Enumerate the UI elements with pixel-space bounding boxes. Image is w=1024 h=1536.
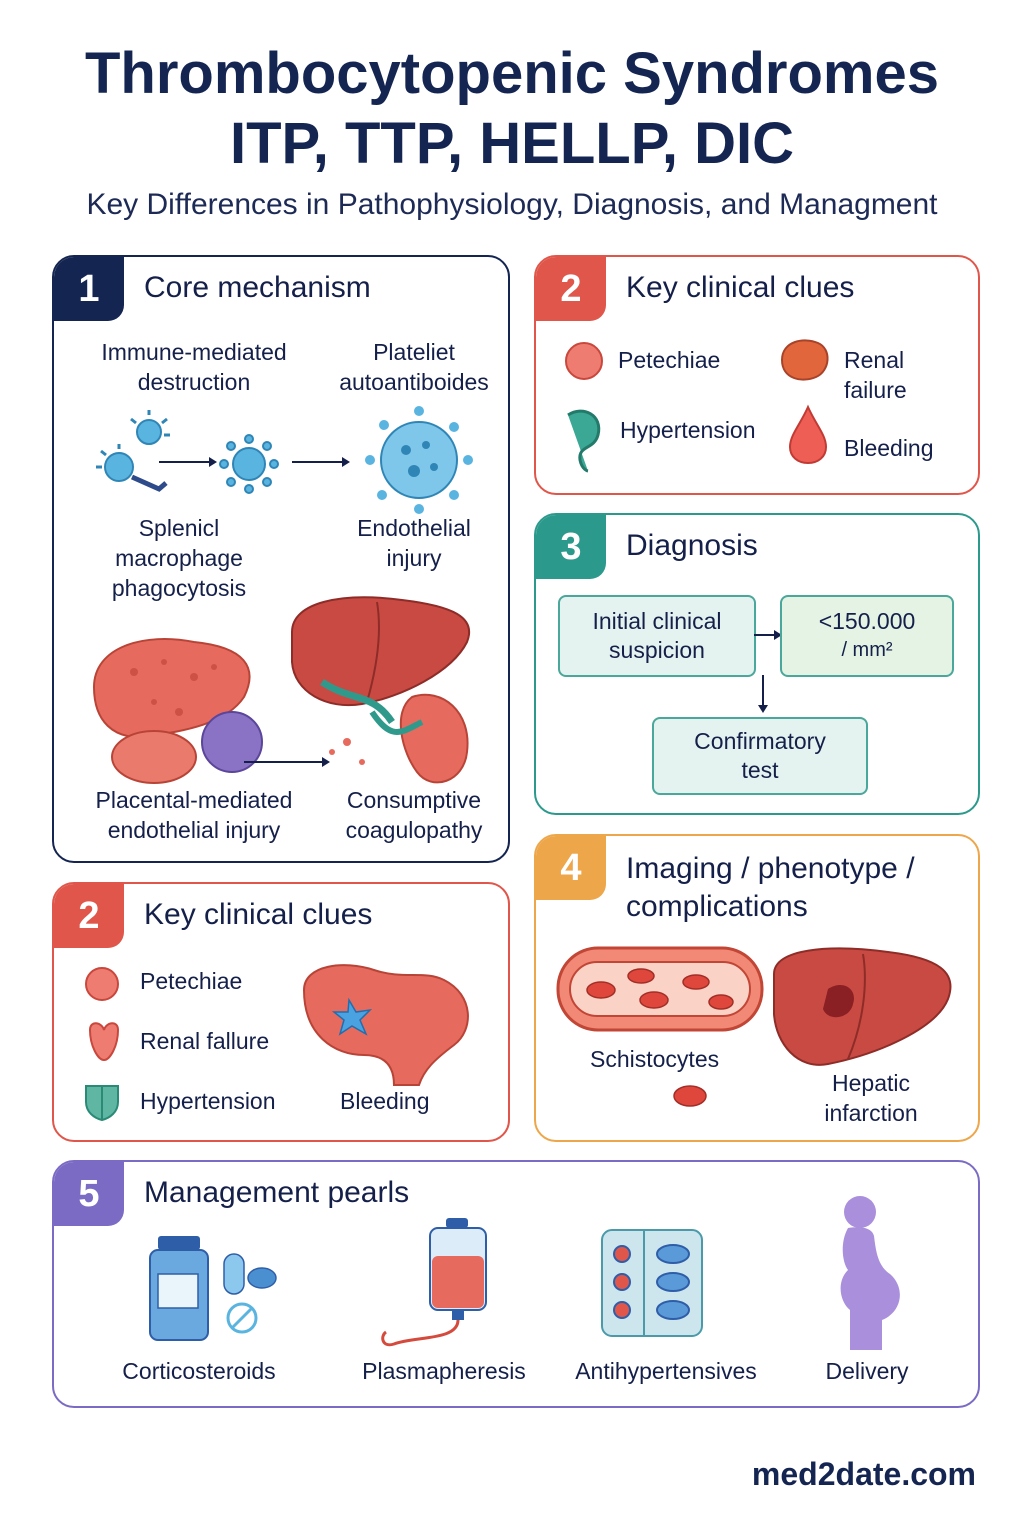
liver-icon: [773, 947, 952, 1066]
immune-label: Immune-mediated destruction: [84, 337, 304, 397]
panel-heading: Key clinical clues: [144, 898, 373, 931]
splenic-label-line3: phagocytosis: [111, 575, 247, 601]
panel-number-badge: 5: [54, 1162, 124, 1226]
box-initial-suspicion: Initial clinical suspicion: [558, 595, 756, 677]
management-plasmapheresis: Plasmapheresis: [362, 1358, 526, 1384]
splenic-label-line1: Splenicl: [138, 515, 220, 541]
iv-bag-icon: [381, 1218, 487, 1347]
plateliet-label-line1: Plateliet: [373, 339, 455, 365]
panel-imaging: 4 Imaging / phenotype / complications Sc…: [534, 834, 980, 1142]
box-confirmatory-test: Confirmatory test: [652, 717, 868, 795]
footer-site-link[interactable]: med2date.com: [751, 1456, 976, 1492]
panel-number-badge: 2: [54, 884, 124, 948]
panel-number-badge: 2: [536, 257, 606, 321]
page-subtitle: Key Differences in Pathophysiology, Diag…: [86, 188, 938, 221]
panel-core-mechanism: 1 Core mechanism Immune-mediated destruc…: [52, 255, 510, 863]
clue-bleeding: Bleeding: [844, 435, 934, 461]
panel-number-badge: 1: [54, 257, 124, 321]
clue-renal-line1: Renal: [844, 347, 905, 373]
liver-icon: [291, 596, 471, 784]
label-schistocytes: Schistocytes: [590, 1046, 720, 1072]
panel-diagnosis: 3 Diagnosis Initial clinical suspicion <…: [534, 513, 980, 815]
panel-number-badge: 3: [536, 515, 606, 579]
panel-management: 5 Management pearls Corticosteroids Plas…: [52, 1160, 980, 1408]
spleen-icon: [92, 638, 263, 784]
panel-number-badge: 4: [536, 836, 606, 900]
kidney-icon: [780, 339, 829, 381]
initial-line1: Initial clinical: [592, 608, 722, 634]
splenic-label-line2: macrophage: [115, 545, 243, 571]
arrow-icon: [758, 675, 768, 713]
arrow-icon: [159, 457, 217, 467]
panel-heading: Management pearls: [144, 1176, 410, 1209]
blister-pack-icon: [601, 1229, 703, 1337]
panel-clinical-clues-top: 2 Key clinical clues Petechiae Renal fai…: [534, 255, 980, 495]
management-corticosteroids: Corticosteroids: [122, 1358, 276, 1384]
petechiae-icon: [85, 967, 119, 1001]
splenic-label: Splenicl macrophage phagocytosis: [84, 513, 274, 603]
blood-vessel-icon: [556, 946, 764, 1032]
stomach-icon: [302, 964, 469, 1086]
blood-drop-icon: [788, 404, 828, 465]
arrow-icon: [292, 457, 350, 467]
clue-renal-line2: failure: [844, 377, 907, 403]
petechiae-icon: [565, 342, 603, 380]
placental-label-line2: endothelial injury: [107, 817, 281, 843]
shield-icon: [85, 1085, 119, 1122]
placental-label: Placental-mediated endothelial injury: [74, 785, 314, 845]
label-hepatic-infarction: Hepatic infarction: [796, 1068, 946, 1128]
confirm-line1: Confirmatory: [694, 728, 826, 754]
endothelial-label: Endothelial injury: [324, 513, 504, 573]
plateliet-label: Plateliet autoantiboides: [324, 337, 504, 397]
endothelial-label-line2: injury: [386, 545, 442, 571]
clue-hypertension: Hypertension: [620, 417, 756, 443]
box-platelet-count: <150.000 / mm²: [780, 595, 954, 677]
red-cell-icon: [673, 1085, 707, 1107]
clue-renal-failure: Renal failure: [844, 345, 907, 405]
hepatic-line1: Hepatic: [832, 1070, 910, 1096]
heart-icon: [567, 409, 601, 473]
panel-heading: Diagnosis: [626, 529, 758, 562]
consumptive-label-line1: Consumptive: [346, 787, 482, 813]
placental-label-line1: Placental-mediated: [95, 787, 293, 813]
page-title: Thrombocytopenic Syndromes: [84, 41, 940, 106]
panel-heading: Key clinical clues: [626, 271, 855, 304]
clue-petechiae: Petechiae: [618, 347, 721, 373]
immune-label-line2: destruction: [137, 369, 251, 395]
immune-label-line1: Immune-mediated: [101, 339, 287, 365]
arrow-icon: [754, 630, 782, 640]
clue-bleeding: Bleeding: [340, 1088, 430, 1114]
clue-hypertension: Hypertension: [140, 1088, 276, 1114]
pill-bottle-icon: [149, 1236, 277, 1341]
clue-renal-failure: Renal fallure: [140, 1028, 270, 1054]
count-line1: <150.000: [818, 608, 916, 634]
panel-heading: Core mechanism: [144, 271, 371, 304]
management-antihypertensives: Antihypertensives: [575, 1358, 757, 1384]
consumptive-label: Consumptive coagulopathy: [324, 785, 504, 845]
count-line2: / mm²: [841, 639, 893, 661]
confirm-line2: test: [741, 757, 779, 783]
panel-heading: Imaging / phenotype / complications: [626, 850, 915, 926]
initial-line2: suspicion: [609, 637, 705, 663]
panel-clinical-clues-bottom: 2 Key clinical clues Petechiae Renal fal…: [52, 882, 510, 1142]
hepatic-line2: infarction: [824, 1100, 918, 1126]
platelet-antibody-icon: [365, 406, 473, 514]
page-title-line2: ITP, TTP, HELLP, DIC: [229, 111, 795, 176]
imaging-heading-line2: complications: [626, 890, 808, 923]
clue-petechiae: Petechiae: [140, 968, 243, 994]
arrow-icon: [244, 757, 330, 767]
kidney-icon: [88, 1022, 120, 1062]
lymphocyte-icon: [219, 434, 279, 494]
imaging-heading-line1: Imaging / phenotype /: [626, 852, 915, 885]
virus-icon: [96, 410, 170, 492]
pregnant-woman-icon: [840, 1196, 900, 1350]
consumptive-label-line2: coagulopathy: [345, 817, 483, 843]
endothelial-label-line1: Endothelial: [357, 515, 471, 541]
plateliet-label-line2: autoantiboides: [339, 369, 489, 395]
management-delivery: Delivery: [825, 1358, 909, 1384]
